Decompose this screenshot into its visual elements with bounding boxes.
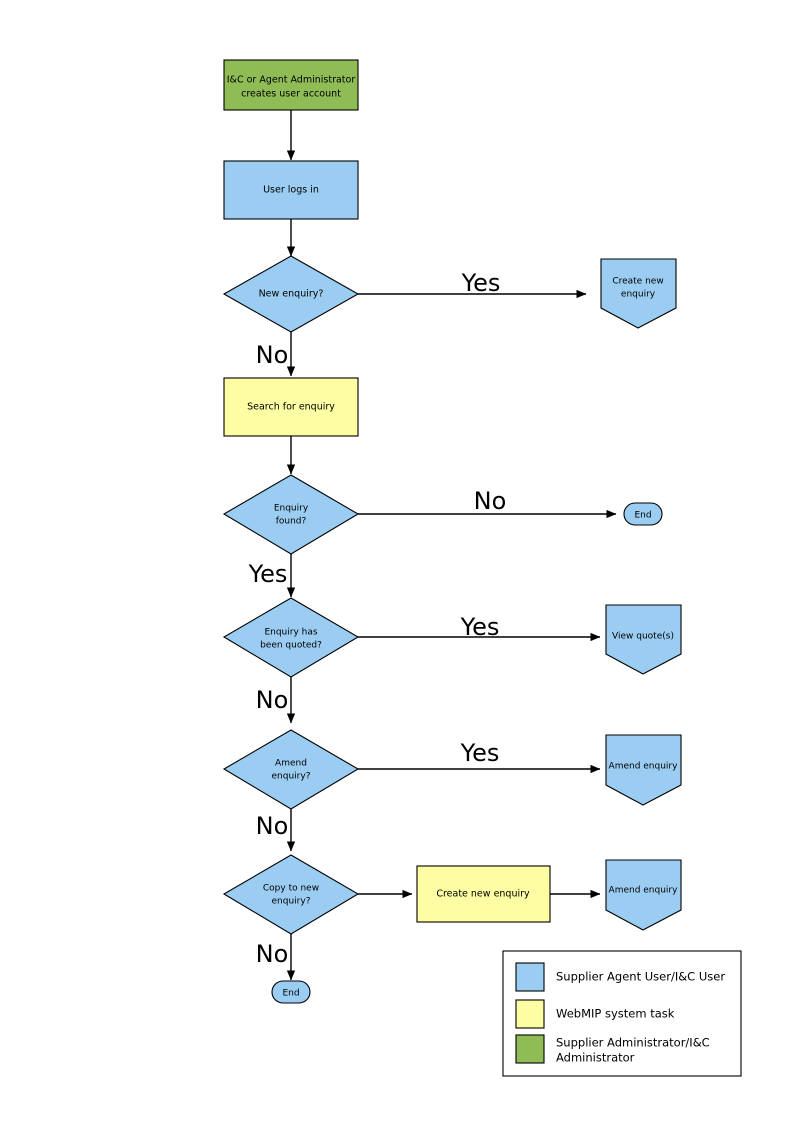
node-shape-decision xyxy=(222,597,360,678)
node-search-for-enquiry[interactable]: Search for enquiry xyxy=(223,377,359,437)
node-enquiry-found-decision[interactable]: Enquiry found? xyxy=(222,474,360,555)
node-shape-shield xyxy=(605,859,682,931)
node-label-line1: View quote(s) xyxy=(612,632,674,642)
node-shape-terminator xyxy=(271,980,311,1004)
node-shape-shield xyxy=(605,604,682,675)
node-shape-decision xyxy=(222,854,360,935)
legend-item-label: Supplier Administrator/I&C xyxy=(556,1036,710,1050)
node-label-line1: Enquiry xyxy=(274,504,309,514)
node-shape-shield xyxy=(605,734,682,806)
node-shape-decision xyxy=(222,474,360,555)
node-label-line2: enquiry xyxy=(621,290,656,300)
edge-label-amend-no: No xyxy=(256,812,289,840)
node-shape-process xyxy=(223,160,359,220)
node-label-line1: User logs in xyxy=(263,185,319,196)
edge-label-copy-no: No xyxy=(256,940,289,968)
node-label-line1: Amend enquiry xyxy=(609,886,679,896)
node-shape-terminator xyxy=(623,502,663,526)
legend-item-label-line2: Administrator xyxy=(556,1051,635,1065)
node-end-terminator-top[interactable]: End xyxy=(623,502,663,526)
connector-layer xyxy=(286,110,617,981)
legend: Supplier Agent User/I&C User WebMIP syst… xyxy=(502,950,742,1077)
node-label-line2: been quoted? xyxy=(260,641,322,651)
node-amend-enquiry-shield-top[interactable]: Amend enquiry xyxy=(605,734,682,806)
node-shape-decision xyxy=(222,729,360,810)
node-label-line1: End xyxy=(634,511,651,521)
legend-swatch xyxy=(515,1034,545,1064)
node-label-line1: Enquiry has xyxy=(264,628,317,638)
node-label-line2: enquiry? xyxy=(272,772,311,782)
node-end-terminator-bottom[interactable]: End xyxy=(271,980,311,1004)
legend-item-webmip-system-task: WebMIP system task xyxy=(515,999,675,1029)
node-shape-shield xyxy=(600,258,677,329)
node-label-line1: Create new enquiry xyxy=(436,889,530,900)
edge-label-new-enquiry-yes: Yes xyxy=(461,269,501,297)
legend-item-supplier-administrator: Supplier Administrator/I&C Administrator xyxy=(515,1034,710,1065)
legend-swatch xyxy=(515,999,545,1029)
node-user-logs-in[interactable]: User logs in xyxy=(223,160,359,220)
edge-label-quoted-no: No xyxy=(256,686,289,714)
node-create-new-enquiry-shield[interactable]: Create new enquiry xyxy=(600,258,677,329)
node-create-new-enquiry-task[interactable]: Create new enquiry xyxy=(416,865,551,923)
legend-item-label: WebMIP system task xyxy=(556,1007,675,1021)
node-amend-enquiry-decision[interactable]: Amend enquiry? xyxy=(222,729,360,810)
node-label-line1: End xyxy=(282,989,299,999)
edge-label-quoted-yes: Yes xyxy=(460,613,500,641)
legend-item-label: Supplier Agent User/I&C User xyxy=(556,970,725,984)
node-label-line2: found? xyxy=(276,517,307,527)
node-label-line2: enquiry? xyxy=(272,897,311,907)
node-shape-process xyxy=(223,377,359,437)
node-copy-to-new-enquiry-decision[interactable]: Copy to new enquiry? xyxy=(222,854,360,935)
edge-label-layer: Yes No No Yes Yes No Yes No No xyxy=(248,269,507,968)
node-enquiry-quoted-decision[interactable]: Enquiry has been quoted? xyxy=(222,597,360,678)
node-label-line1: Copy to new xyxy=(263,884,319,894)
node-amend-enquiry-shield-bottom[interactable]: Amend enquiry xyxy=(605,859,682,931)
edge-label-amend-yes: Yes xyxy=(460,739,500,767)
node-label-line1: Search for enquiry xyxy=(247,402,335,413)
legend-item-supplier-agent-user: Supplier Agent User/I&C User xyxy=(515,962,725,992)
node-view-quotes-shield[interactable]: View quote(s) xyxy=(605,604,682,675)
node-shape-process xyxy=(416,865,551,923)
node-admin-creates-account[interactable]: I&C or Agent Administrator creates user … xyxy=(223,59,359,111)
node-label-line1: I&C or Agent Administrator xyxy=(227,75,356,86)
edge-label-enquiry-found-no: No xyxy=(474,487,507,515)
node-label-line1: Amend xyxy=(275,759,307,769)
node-label-line2: creates user account xyxy=(241,89,341,100)
node-shape-process xyxy=(223,59,359,111)
node-label-line1: Amend enquiry xyxy=(609,762,679,772)
node-shape-decision xyxy=(222,255,360,333)
node-label-line1: New enquiry? xyxy=(259,289,324,300)
edge-label-new-enquiry-no: No xyxy=(256,341,289,369)
legend-swatch xyxy=(515,962,545,992)
edge-label-enquiry-found-yes: Yes xyxy=(248,560,288,588)
node-label-line1: Create new xyxy=(612,277,663,287)
node-new-enquiry-decision[interactable]: New enquiry? xyxy=(222,255,360,333)
